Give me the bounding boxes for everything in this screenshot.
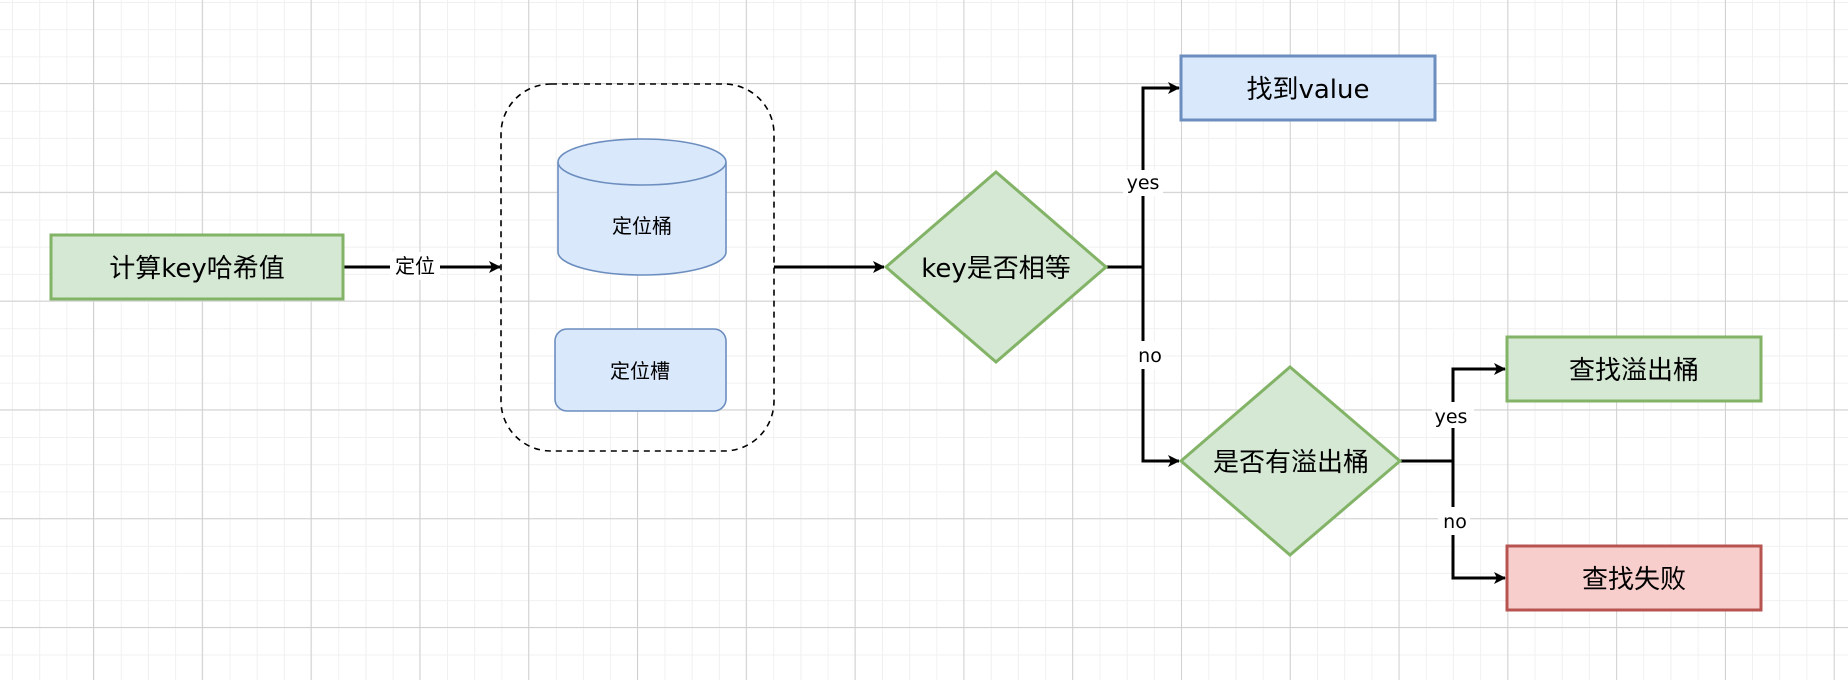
- node-label: 定位桶: [612, 214, 672, 238]
- node-label: 找到value: [1246, 75, 1369, 105]
- node-has-overflow[interactable]: 是否有溢出桶: [1178, 365, 1403, 557]
- node-label: 是否有溢出桶: [1213, 448, 1369, 478]
- edge-overflow-no[interactable]: no: [1438, 461, 1506, 584]
- edge-hash-to-locate[interactable]: 定位: [343, 252, 501, 280]
- node-search-overflow[interactable]: 查找溢出桶: [1505, 335, 1763, 403]
- node-key-equal[interactable]: key是否相等: [883, 170, 1109, 364]
- node-label: 查找溢出桶: [1569, 356, 1699, 386]
- edge-label-locate: 定位: [395, 254, 435, 278]
- node-locate-container[interactable]: [500, 83, 775, 452]
- edge-label-bg: [390, 252, 440, 280]
- edge-label-bg: [1432, 402, 1474, 428]
- node-compute-hash[interactable]: 计算key哈希值: [49, 233, 345, 301]
- edge-label-bg: [1123, 170, 1163, 196]
- node-search-failed[interactable]: 查找失败: [1505, 544, 1763, 612]
- node-label: 计算key哈希值: [109, 254, 285, 284]
- node-label: key是否相等: [921, 254, 1071, 284]
- node-locate-slot[interactable]: 定位槽: [554, 328, 727, 412]
- edge-label-no: no: [1443, 511, 1467, 533]
- node-label: 查找失败: [1582, 565, 1686, 595]
- node-found-value[interactable]: 找到value: [1179, 54, 1437, 122]
- edge-label-bg: [1438, 507, 1470, 535]
- edge-label-yes: yes: [1127, 172, 1160, 194]
- node-label: 定位槽: [610, 359, 670, 383]
- edge-equal-yes[interactable]: yes: [1106, 82, 1180, 269]
- edge-label-bg: [1128, 341, 1160, 369]
- edge-overflow-yes[interactable]: yes: [1400, 363, 1506, 463]
- edge-label-no: no: [1138, 345, 1162, 367]
- node-locate-bucket[interactable]: 定位桶: [557, 138, 727, 276]
- edge-equal-no[interactable]: no: [1128, 267, 1180, 467]
- edge-label-yes: yes: [1435, 406, 1468, 428]
